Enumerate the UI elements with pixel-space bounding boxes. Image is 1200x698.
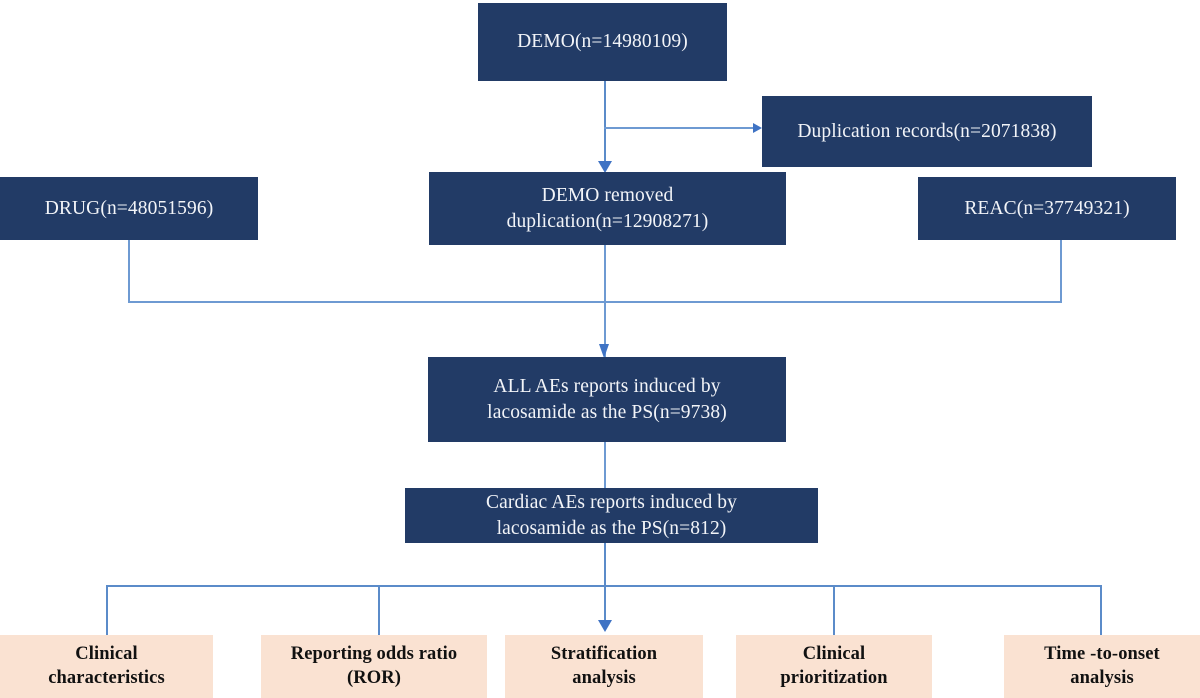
connector-demo-to-demo-removed (604, 81, 606, 167)
node-outcome-clinical-characteristics: Clinical characteristics (0, 635, 213, 698)
arrowhead-demo-to-duplication (753, 123, 762, 133)
node-reac-label: REAC(n=37749321) (964, 197, 1130, 219)
connector-drop-time-to-onset-analysis (1100, 585, 1102, 635)
arrowhead-demo-removed-to-all-aes (599, 344, 609, 358)
node-demo: DEMO(n=14980109) (478, 3, 727, 81)
connector-drop-clinical-characteristics (106, 585, 108, 635)
connector-drug-reac-join-bar (128, 301, 1062, 303)
node-outcome-clinical-characteristics-label: Clinical characteristics (48, 643, 165, 688)
node-outcome-reporting-odds-ratio-label: Reporting odds ratio (ROR) (290, 643, 458, 688)
connector-reac-down (1060, 240, 1062, 302)
node-all-aes-reports-label: ALL AEs reports induced by lacosamide as… (487, 375, 727, 423)
connector-all-aes-to-cardiac (604, 442, 606, 489)
node-cardiac-aes-reports: Cardiac AEs reports induced by lacosamid… (405, 488, 818, 543)
connector-drop-stratification-analysis (604, 585, 606, 623)
node-outcome-stratification-analysis-label: Stratification analysis (550, 643, 658, 688)
node-cardiac-aes-reports-label: Cardiac AEs reports induced by lacosamid… (485, 491, 737, 539)
connector-cardiac-down (604, 543, 606, 586)
node-outcome-stratification-analysis: Stratification analysis (505, 635, 703, 698)
node-demo-label: DEMO(n=14980109) (517, 31, 688, 53)
node-outcome-reporting-odds-ratio: Reporting odds ratio (ROR) (261, 635, 487, 698)
connector-drug-down (128, 240, 130, 302)
node-duplication-records: Duplication records(n=2071838) (762, 96, 1092, 167)
connector-drop-reporting-odds-ratio (378, 585, 380, 635)
node-outcome-time-to-onset-analysis: Time -to-onset analysis (1004, 635, 1200, 698)
node-demo-removed-duplication: DEMO removed duplication(n=12908271) (429, 172, 786, 245)
arrowhead-drop-stratification-analysis (598, 620, 612, 632)
connector-demo-to-duplication (604, 127, 754, 129)
node-drug-label: DRUG(n=48051596) (44, 197, 214, 219)
node-outcome-clinical-prioritization-label: Clinical prioritization (780, 643, 888, 688)
node-outcome-clinical-prioritization: Clinical prioritization (736, 635, 932, 698)
arrowhead-demo-to-demo-removed (598, 161, 612, 173)
node-all-aes-reports: ALL AEs reports induced by lacosamide as… (428, 357, 786, 442)
node-drug: DRUG(n=48051596) (0, 177, 258, 240)
node-reac: REAC(n=37749321) (918, 177, 1176, 240)
node-demo-removed-duplication-label: DEMO removed duplication(n=12908271) (506, 184, 709, 232)
node-outcome-time-to-onset-analysis-label: Time -to-onset analysis (1044, 643, 1160, 688)
connector-drop-clinical-prioritization (833, 585, 835, 635)
node-duplication-records-label: Duplication records(n=2071838) (797, 120, 1057, 142)
